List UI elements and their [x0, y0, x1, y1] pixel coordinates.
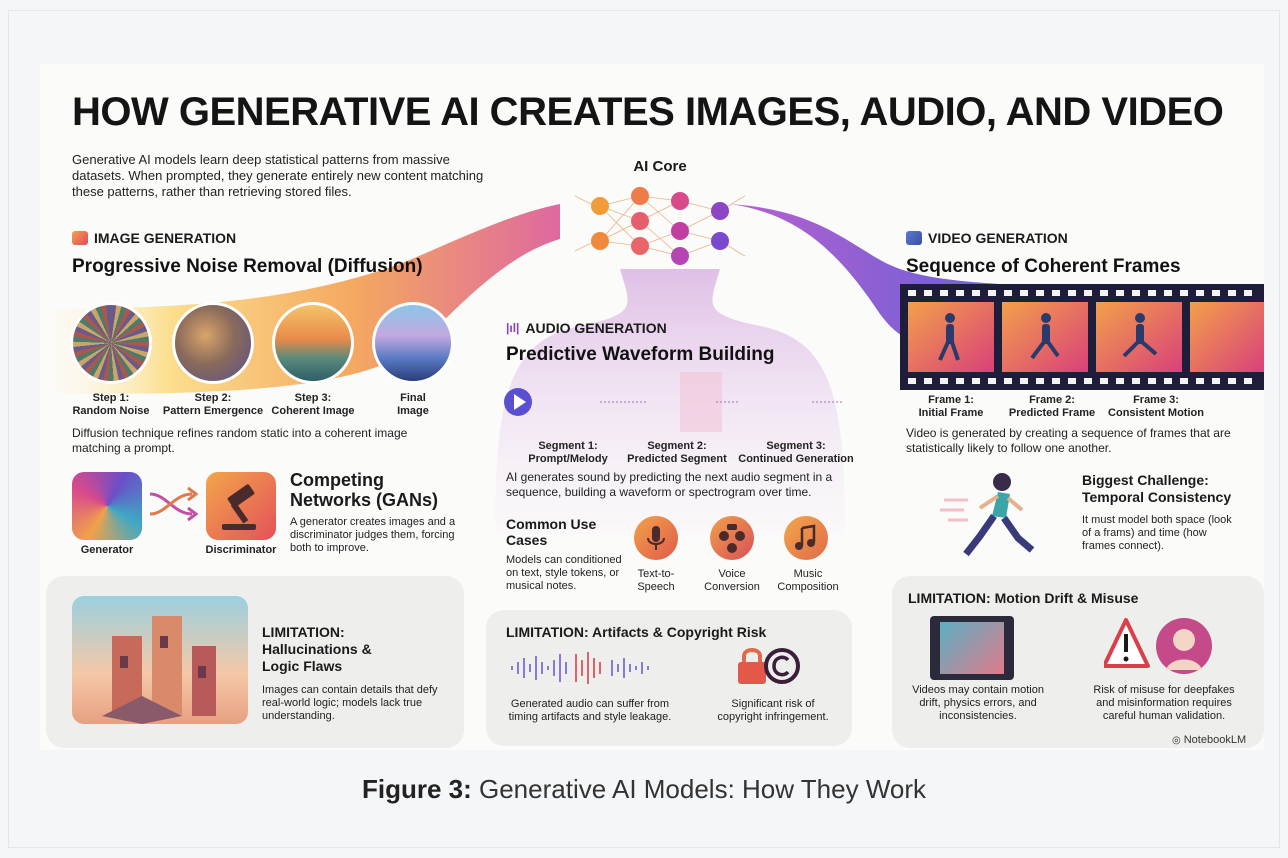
- copyright-lock-icon: [738, 648, 800, 684]
- video-section-heading: VIDEO GENERATION: [906, 230, 1068, 246]
- audio-limitation-title: LIMITATION: Artifacts & Copyright Risk: [506, 624, 767, 640]
- film-strip: [900, 284, 1264, 390]
- audio-description: AI generates sound by predicting the nex…: [506, 470, 833, 499]
- challenge-desc: It must model both space (look of a fram…: [1082, 514, 1232, 552]
- audio-section-heading: |ıl| AUDIO GENERATION: [506, 320, 667, 336]
- castle-icon: [102, 616, 216, 724]
- frame3-caption: Frame 3:Consistent Motion: [1108, 394, 1204, 419]
- video-limitation-right-desc: Risk of misuse for deepfakes and misinfo…: [1093, 684, 1235, 722]
- audio-heading-text: AUDIO GENERATION: [525, 320, 667, 336]
- watermark-text: NotebookLM: [1183, 734, 1247, 746]
- step3-coherent-image: [272, 302, 354, 384]
- shuffle-arrows-icon: [149, 486, 199, 522]
- audio-limitation-left-desc: Generated audio can suffer from timing a…: [508, 698, 672, 723]
- image-section-heading: IMAGE GENERATION: [72, 230, 236, 246]
- figure-caption: Figure 3: Generative AI Models: How They…: [0, 774, 1288, 805]
- music-note-icon: [784, 516, 828, 560]
- audio-wave-icon: |ıl|: [506, 321, 520, 335]
- microphone-icon: [634, 516, 678, 560]
- challenge-title: Biggest Challenge:Temporal Consistency: [1082, 472, 1232, 505]
- step1-caption: Step 1:Random Noise: [72, 392, 150, 417]
- audio-waveform: [504, 372, 842, 432]
- drift-video-frame-icon: [930, 616, 1014, 680]
- intro-text: Generative AI models learn deep statisti…: [72, 152, 484, 199]
- image-flow-band: [40, 204, 560, 394]
- impossible-castle-image: [72, 596, 248, 724]
- generator-image: [72, 472, 142, 540]
- notebooklm-logo-icon: ◎: [1172, 734, 1181, 746]
- diffusion-description: Diffusion technique refines random stati…: [72, 426, 408, 455]
- clapperboard-icon: [906, 231, 922, 245]
- image-icon: [72, 231, 88, 245]
- tts-label: Text-to-Speech: [637, 568, 675, 593]
- step2-caption: Step 2:Pattern Emergence: [162, 392, 264, 417]
- infographic: HOW GENERATIVE AI CREATES IMAGES, AUDIO,…: [40, 64, 1264, 750]
- discriminator-image: [206, 472, 276, 540]
- video-description: Video is generated by creating a sequenc…: [906, 426, 1231, 455]
- notebooklm-watermark: ◎ NotebookLM: [1172, 734, 1246, 746]
- audio-subtitle: Predictive Waveform Building: [506, 344, 775, 365]
- frame2-caption: Frame 2:Predicted Frame: [1008, 394, 1096, 419]
- figure-caption-text: Generative AI Models: How They Work: [479, 774, 927, 804]
- generator-label: Generator: [80, 544, 134, 556]
- page-title: HOW GENERATIVE AI CREATES IMAGES, AUDIO,…: [72, 90, 1224, 134]
- segment1-caption: Segment 1:Prompt/Melody: [528, 440, 608, 465]
- video-limitation-title: LIMITATION: Motion Drift & Misuse: [908, 590, 1139, 606]
- video-limitation-left-desc: Videos may contain motion drift, physics…: [912, 684, 1044, 722]
- step1-noise-image: [70, 302, 152, 384]
- audio-limitation-right-desc: Significant risk of copyright infringeme…: [717, 698, 829, 723]
- figure-caption-label: Figure 3:: [361, 774, 472, 804]
- image-limitation-title: LIMITATION:Hallucinations &Logic Flaws: [262, 624, 372, 674]
- step2-pattern-image: [172, 302, 254, 384]
- image-heading-text: IMAGE GENERATION: [94, 230, 237, 246]
- neural-network-icon: [574, 187, 746, 265]
- final-city-image: [372, 302, 454, 384]
- discriminator-label: Discriminator: [205, 544, 277, 556]
- video-subtitle: Sequence of Coherent Frames: [906, 256, 1181, 277]
- image-limitation-desc: Images can contain details that defy rea…: [262, 684, 438, 722]
- video-heading-text: VIDEO GENERATION: [928, 230, 1068, 246]
- voice-conversion-icon: [710, 516, 754, 560]
- deepfake-warning-icon: [1104, 618, 1212, 674]
- artifact-waveform: [511, 652, 649, 684]
- step3-caption: Step 3:Coherent Image: [271, 392, 355, 417]
- ai-core-label: AI Core: [633, 158, 687, 175]
- frame1-caption: Frame 1:Initial Frame: [918, 394, 984, 419]
- use-cases-desc: Models can conditioned on text, style to…: [506, 554, 622, 592]
- segment3-caption: Segment 3:Continued Generation: [738, 440, 854, 465]
- gan-description: A generator creates images and a discrim…: [290, 516, 456, 554]
- running-person-icon: [940, 473, 1035, 557]
- gavel-icon: [222, 484, 256, 530]
- image-subtitle: Progressive Noise Removal (Diffusion): [72, 256, 423, 277]
- segment2-caption: Segment 2:Predicted Segment: [627, 440, 727, 465]
